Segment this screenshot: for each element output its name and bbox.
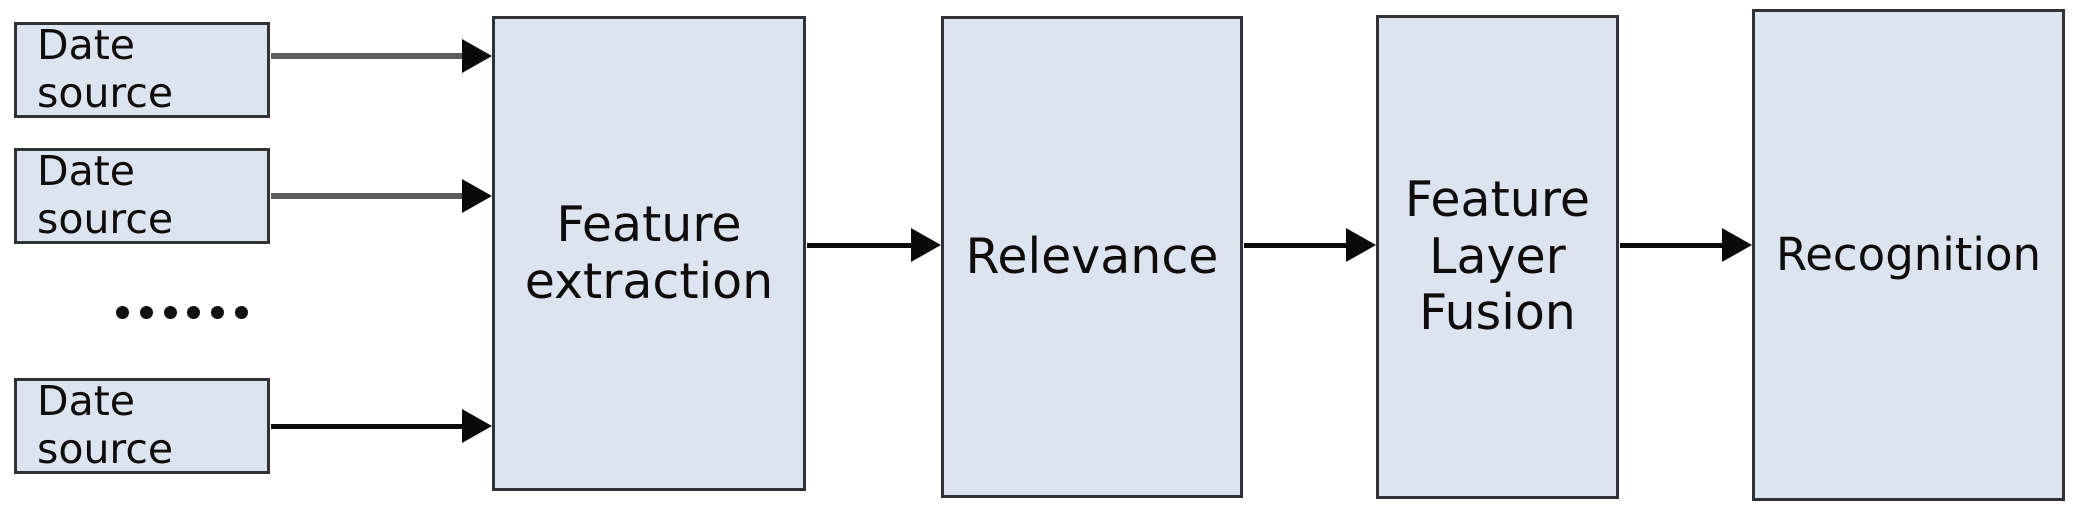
arrow-head-icon xyxy=(462,409,492,443)
ellipsis-dot xyxy=(163,305,177,319)
ellipsis-dot xyxy=(116,305,129,319)
node-label: Recognition xyxy=(1776,227,2041,281)
arrow-shaft xyxy=(271,424,462,429)
arrow-head-icon xyxy=(911,228,941,262)
arrow-shaft xyxy=(1620,243,1722,248)
arrow-shaft xyxy=(1244,243,1346,248)
arrow-shaft xyxy=(271,193,462,199)
node-date-source-1[interactable]: Date source xyxy=(14,22,270,118)
node-label: Feature extraction xyxy=(524,195,774,310)
ellipsis-dot xyxy=(211,305,225,319)
node-feature-layer-fusion[interactable]: Feature Layer Fusion xyxy=(1376,15,1619,499)
node-feature-extraction[interactable]: Feature extraction xyxy=(492,16,806,491)
node-label: Feature Layer Fusion xyxy=(1404,170,1591,342)
arrow-head-icon xyxy=(462,179,492,213)
arrow-head-icon xyxy=(1346,228,1376,262)
node-date-source-3[interactable]: Date source xyxy=(14,378,270,474)
node-recognition[interactable]: Recognition xyxy=(1752,9,2065,501)
ellipsis-dot xyxy=(187,305,201,319)
node-label: Date source xyxy=(37,377,174,473)
node-label: Date source xyxy=(37,21,174,117)
node-label: Date source xyxy=(37,147,174,243)
node-relevance[interactable]: Relevance xyxy=(941,16,1243,498)
arrow-shaft xyxy=(807,243,911,248)
arrow-head-icon xyxy=(1722,228,1752,262)
arrow-shaft xyxy=(271,53,462,59)
ellipsis-indicator xyxy=(116,294,248,330)
ellipsis-dot xyxy=(139,305,153,319)
arrow-head-icon xyxy=(462,39,492,73)
node-label: Relevance xyxy=(965,227,1219,285)
ellipsis-dot xyxy=(234,305,248,319)
node-date-source-2[interactable]: Date source xyxy=(14,148,270,244)
